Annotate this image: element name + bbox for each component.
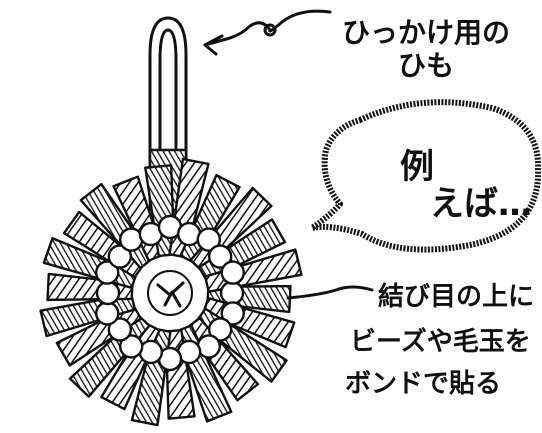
decoration-note-line3: ボンドで貼る: [345, 368, 501, 399]
arrow-to-loop: [203, 9, 332, 56]
decoration-note-line2: ビーズや毛玉を: [350, 326, 531, 357]
bead: [107, 244, 133, 269]
bead: [196, 227, 221, 252]
leader-line-to-knot: [286, 285, 374, 300]
bead: [207, 317, 233, 342]
bead: [220, 301, 245, 326]
bead: [207, 244, 233, 269]
bead-ring: [95, 214, 245, 372]
bead: [119, 334, 144, 359]
bead: [107, 317, 133, 342]
bead: [95, 260, 120, 285]
speech-bubble-line2: えば…: [430, 184, 532, 224]
speech-bubble-line1: 例: [400, 147, 434, 187]
center-knot: [147, 270, 193, 316]
bead: [95, 280, 121, 306]
bead: [219, 280, 245, 306]
decoration-note-line1: 結び目の上に: [378, 281, 534, 312]
hanging-string-label-line1: ひっかけ用の: [342, 16, 510, 49]
hanging-string-label-line2: ひも: [398, 49, 454, 82]
bead: [95, 301, 120, 326]
bead: [220, 260, 245, 285]
speech-bubble: [309, 99, 542, 253]
